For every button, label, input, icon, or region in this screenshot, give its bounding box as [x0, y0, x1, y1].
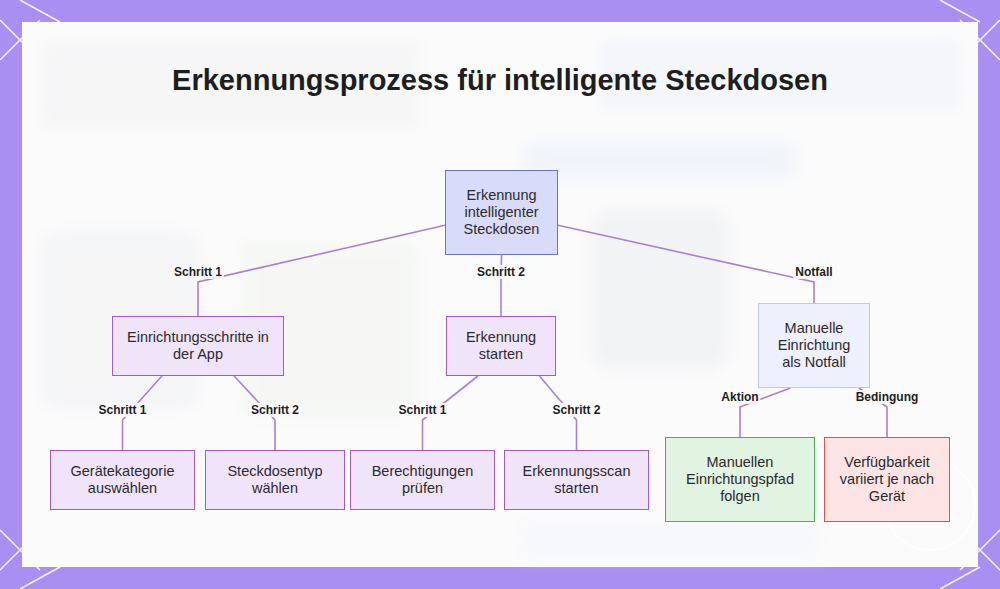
edge-label: Notfall	[793, 265, 834, 279]
edge-label: Schritt 1	[396, 403, 448, 417]
process-box: Einrichtungsschritte in der App	[112, 316, 284, 376]
edge-label: Schritt 1	[172, 265, 224, 279]
edge-label: Aktion	[719, 390, 760, 404]
node-text: Erkennungsscan starten	[513, 463, 640, 497]
process-box: Erkennungsscan starten	[504, 450, 649, 510]
node-text: Manuellen Einrichtungspfad folgen	[674, 454, 806, 505]
diagram-title: Erkennungsprozess für intelligente Steck…	[150, 62, 850, 99]
edge-label: Schritt 2	[249, 403, 301, 417]
edge-label: Bedingung	[854, 390, 921, 404]
process-box: Erkennung intelligenter Steckdosen	[445, 170, 558, 255]
node-text: Einrichtungsschritte in der App	[121, 329, 275, 363]
node-text: Steckdosentyp wählen	[214, 463, 336, 497]
edge-label: Schritt 2	[475, 265, 527, 279]
process-box: Manuelle Einrichtung als Notfall	[758, 303, 870, 388]
node-text: Berechtigungen prüfen	[359, 463, 486, 497]
process-box: Erkennung starten	[446, 316, 556, 376]
connector-line	[558, 225, 814, 303]
process-box: Gerätekategorie auswählen	[50, 450, 195, 510]
node-text: Erkennung starten	[455, 329, 547, 363]
process-box: Verfügbarkeit variiert je nach Gerät	[824, 437, 950, 522]
process-box: Manuellen Einrichtungspfad folgen	[665, 437, 815, 522]
edge-label: Schritt 1	[96, 403, 148, 417]
process-box: Berechtigungen prüfen	[350, 450, 495, 510]
node-text: Verfügbarkeit variiert je nach Gerät	[833, 454, 941, 505]
process-box: Steckdosentyp wählen	[205, 450, 345, 510]
node-text: Gerätekategorie auswählen	[59, 463, 186, 497]
node-text: Manuelle Einrichtung als Notfall	[767, 320, 861, 371]
node-text: Erkennung intelligenter Steckdosen	[454, 187, 549, 238]
connector-line	[198, 225, 445, 316]
edge-label: Schritt 2	[550, 403, 602, 417]
